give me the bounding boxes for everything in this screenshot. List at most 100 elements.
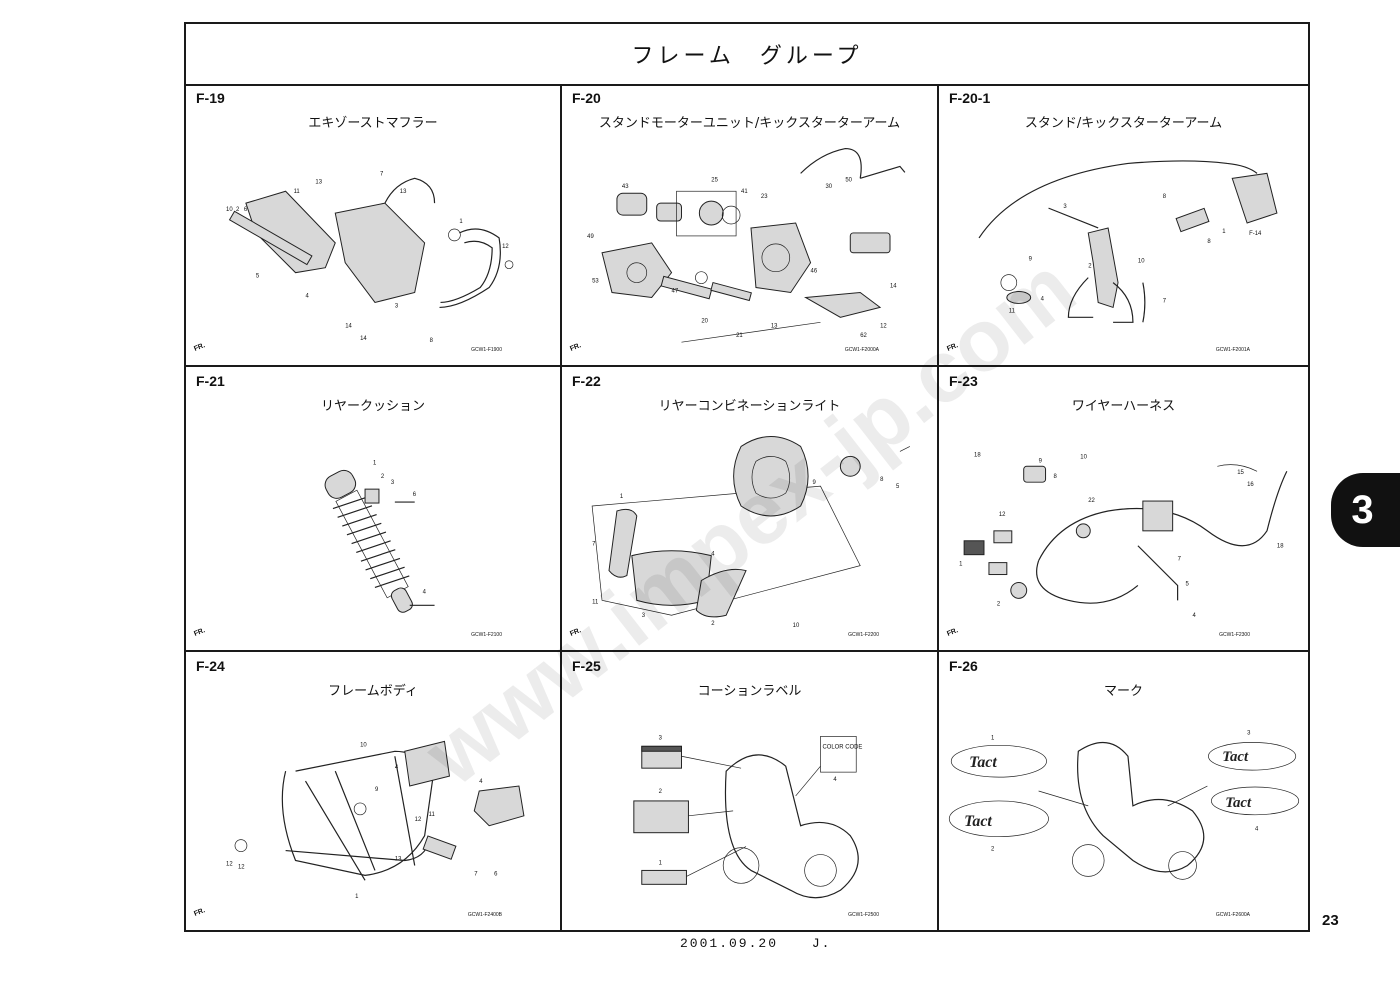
svg-text:2: 2 <box>236 207 239 213</box>
svg-text:4: 4 <box>833 777 837 783</box>
svg-text:4: 4 <box>711 552 715 558</box>
svg-text:10: 10 <box>793 623 800 629</box>
svg-text:7: 7 <box>1163 298 1166 304</box>
svg-text:7: 7 <box>380 171 383 177</box>
svg-text:12: 12 <box>880 323 887 329</box>
tact-mark-label: Tact <box>964 813 992 830</box>
svg-text:43: 43 <box>622 184 629 190</box>
svg-text:F-14: F-14 <box>1249 231 1262 237</box>
svg-text:12: 12 <box>238 864 245 870</box>
panel-title: スタンド/キックスターターアーム <box>1024 116 1223 131</box>
svg-text:13: 13 <box>400 189 407 195</box>
svg-text:4: 4 <box>423 589 427 595</box>
svg-text:16: 16 <box>1247 482 1254 488</box>
panel-code: F-20-1 <box>949 90 991 106</box>
svg-text:6: 6 <box>413 492 417 498</box>
svg-text:1: 1 <box>620 494 624 500</box>
svg-text:4: 4 <box>1255 827 1259 833</box>
panel-code: F-21 <box>196 373 225 389</box>
section-tab-number: 3 <box>1351 487 1374 532</box>
svg-text:11: 11 <box>1009 308 1016 314</box>
panel-title: エキゾーストマフラー <box>308 116 438 131</box>
svg-text:41: 41 <box>741 189 748 195</box>
svg-text:1: 1 <box>959 562 963 568</box>
caution-label-diagram: 32 14 COLOR CODE <box>633 735 862 899</box>
figure-code: GCW1-F2200 <box>848 632 879 638</box>
figure-code: GCW1-F2400B <box>467 912 502 918</box>
panel-code: F-26 <box>949 658 978 674</box>
stand-kick-arm-diagram: 38 18 911 42 710 F-14 <box>978 160 1278 323</box>
svg-text:6: 6 <box>244 207 248 213</box>
svg-text:5: 5 <box>1186 581 1190 587</box>
page-header: フレーム グループ <box>186 24 1308 86</box>
panel-title: ワイヤーハーネス <box>1071 399 1176 414</box>
print-date: 2001.09.20 <box>680 936 779 951</box>
svg-text:13: 13 <box>395 857 402 863</box>
svg-text:21: 21 <box>736 333 743 339</box>
svg-text:2: 2 <box>991 847 994 853</box>
tact-mark-label: Tact <box>969 754 997 771</box>
svg-text:8: 8 <box>880 477 884 483</box>
panel-title: マーク <box>1103 684 1143 699</box>
svg-text:5: 5 <box>896 484 900 490</box>
svg-text:13: 13 <box>771 323 778 329</box>
figure-code: GCW1-F2500 <box>848 912 879 918</box>
svg-text:12: 12 <box>502 244 509 250</box>
svg-text:9: 9 <box>1029 257 1033 263</box>
figure-code: GCW1-F2100 <box>471 632 502 638</box>
svg-text:7: 7 <box>592 542 595 548</box>
svg-text:46: 46 <box>811 269 818 275</box>
panel-title: リヤークッション <box>320 399 425 414</box>
svg-text:49: 49 <box>587 234 594 240</box>
figure-code: GCW1-F1900 <box>471 347 502 353</box>
svg-text:18: 18 <box>1277 544 1284 550</box>
svg-text:10: 10 <box>360 742 367 748</box>
panel-code: F-20 <box>572 90 601 106</box>
svg-text:12: 12 <box>415 817 422 823</box>
svg-text:47: 47 <box>672 289 679 295</box>
section-tab[interactable]: 3 <box>1331 473 1400 547</box>
page-number: 23 <box>1322 912 1339 929</box>
svg-text:2: 2 <box>381 474 384 480</box>
svg-text:9: 9 <box>813 480 817 486</box>
svg-text:3: 3 <box>642 613 646 619</box>
svg-text:20: 20 <box>701 318 708 324</box>
svg-text:8: 8 <box>1207 239 1211 245</box>
svg-text:14: 14 <box>345 323 352 329</box>
svg-text:12: 12 <box>226 861 233 867</box>
svg-text:7: 7 <box>1178 557 1181 563</box>
svg-text:15: 15 <box>1237 470 1244 476</box>
print-date-footer: 2001.09.20 J. <box>680 936 831 951</box>
svg-text:14: 14 <box>890 284 897 290</box>
svg-text:12: 12 <box>999 512 1006 518</box>
mark-diagram: Tact Tact Tact Tact 12 34 <box>948 730 1300 880</box>
svg-text:1: 1 <box>459 219 463 225</box>
svg-text:9: 9 <box>375 787 379 793</box>
panel-code: F-23 <box>949 373 978 389</box>
panel-f20[interactable]: F-20 スタンドモーターユニット/キックスターターアーム <box>562 84 939 367</box>
print-suffix: J. <box>811 936 832 951</box>
tact-mark-label: Tact <box>1225 795 1252 811</box>
svg-text:53: 53 <box>592 279 599 285</box>
svg-text:4: 4 <box>1193 613 1197 619</box>
svg-text:3: 3 <box>395 303 399 309</box>
figure-code: GCW1-F2000A <box>844 347 879 353</box>
svg-text:1: 1 <box>355 894 359 900</box>
svg-text:9: 9 <box>1039 458 1043 464</box>
figure-code: GCW1-F2001A <box>1215 347 1250 353</box>
color-code-label: COLOR CODE <box>822 744 862 750</box>
panel-title: リヤーコンビネーションライト <box>658 399 841 414</box>
